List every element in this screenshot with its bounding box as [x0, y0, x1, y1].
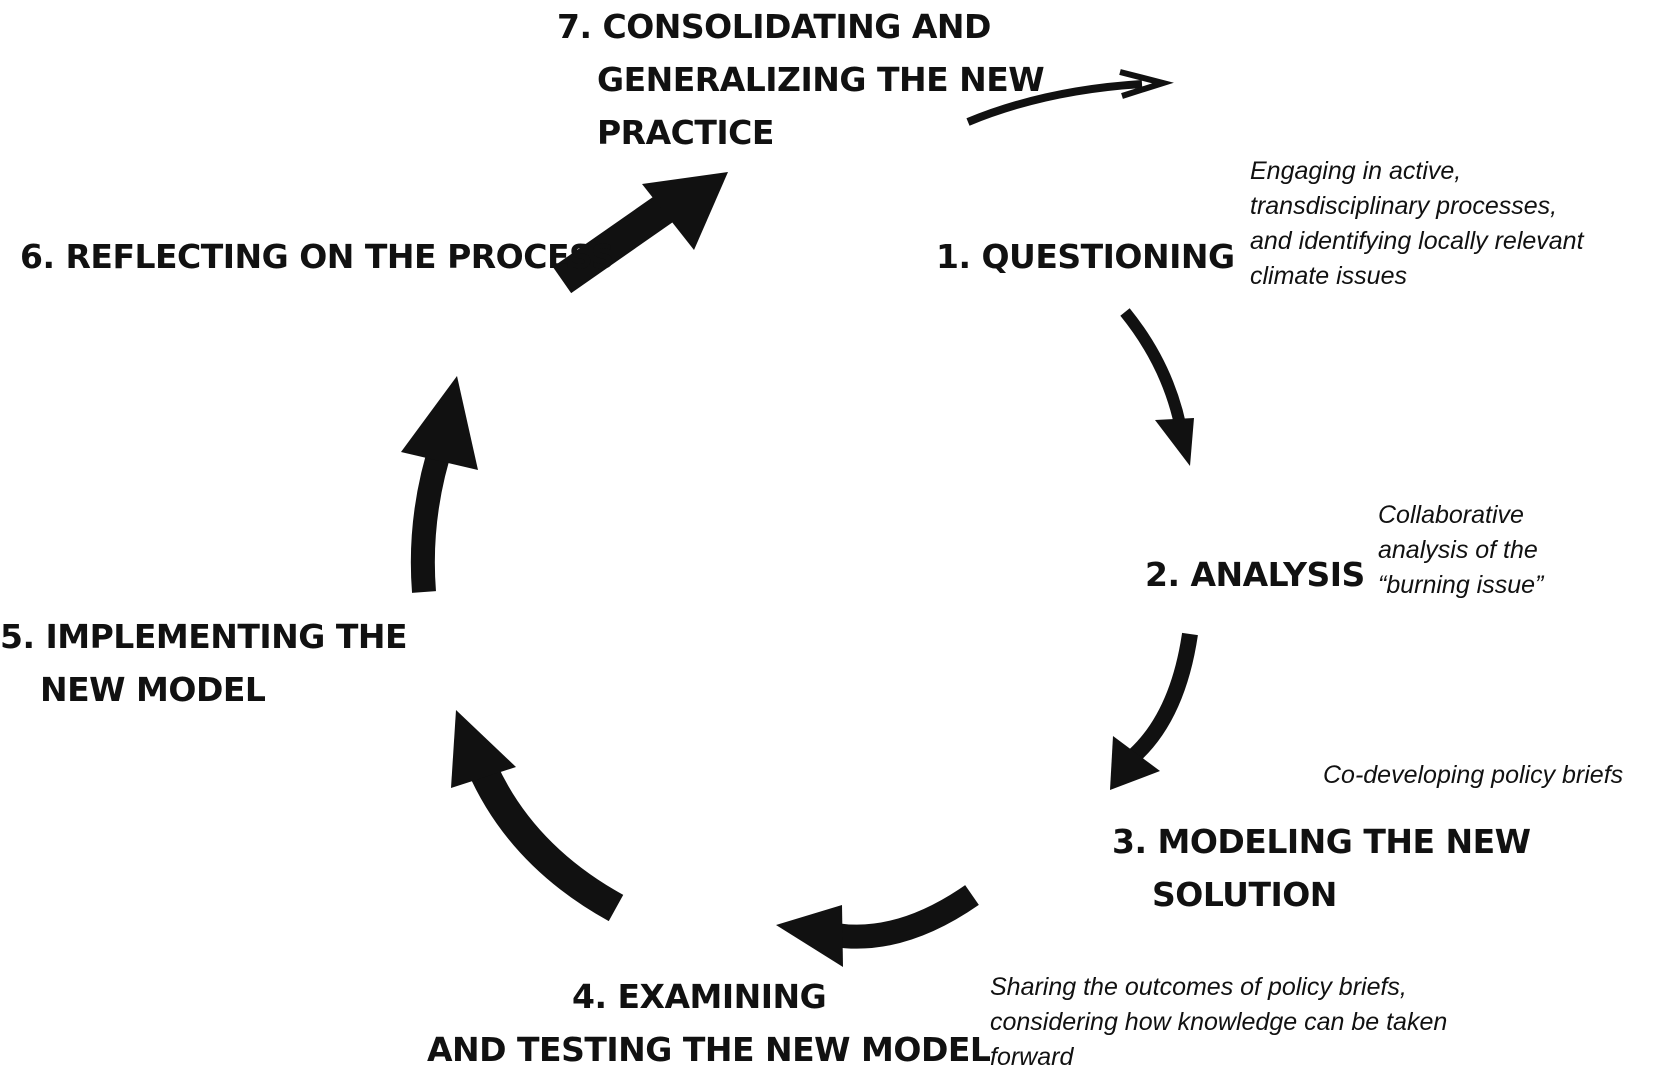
note-line: forward — [990, 1043, 1074, 1071]
step-6-line: 6. REFLECTING ON THE PROCESS — [20, 237, 615, 276]
step-2-label: 2. ANALYSIS — [1145, 548, 1365, 601]
step-7-line: GENERALIZING THE NEW — [597, 60, 1045, 99]
step-5-label: 5. IMPLEMENTING THE NEW MODEL — [0, 610, 408, 716]
step-6-label: 6. REFLECTING ON THE PROCESS — [20, 230, 615, 283]
step-3-line: SOLUTION — [1152, 875, 1337, 914]
step-5-line: NEW MODEL — [40, 670, 266, 709]
note-line: Sharing the outcomes of policy briefs, — [990, 973, 1407, 1001]
note-examining: Sharing the outcomes of policy briefs, c… — [990, 970, 1447, 1075]
note-line: and identifying locally relevant — [1250, 227, 1584, 255]
note-line: Engaging in active, — [1250, 157, 1462, 185]
arrow-implementing-to-reflecting — [401, 376, 478, 593]
arrow-questioning-to-analysis — [1120, 308, 1194, 466]
step-4-line: AND TESTING THE NEW MODEL — [427, 1030, 991, 1069]
note-modeling: Co-developing policy briefs — [1323, 758, 1623, 793]
step-1-label: 1. QUESTIONING — [936, 230, 1235, 283]
arrow-modeling-to-examining — [776, 885, 979, 967]
step-2-line: 2. ANALYSIS — [1145, 555, 1365, 594]
arrow-reflecting-to-consolidating — [552, 172, 728, 294]
step-3-label: 3. MODELING THE NEW SOLUTION — [1112, 815, 1531, 921]
step-1-line: 1. QUESTIONING — [936, 237, 1235, 276]
note-questioning: Engaging in active, transdisciplinary pr… — [1250, 154, 1584, 294]
note-analysis: Collaborative analysis of the “burning i… — [1378, 498, 1543, 603]
arrow-examining-to-implementing — [451, 710, 624, 922]
note-line: Co-developing policy briefs — [1323, 761, 1624, 789]
note-line: transdisciplinary processes, — [1250, 192, 1558, 220]
step-4-label: 4. EXAMINING AND TESTING THE NEW MODEL — [427, 970, 991, 1076]
step-7-label: 7. CONSOLIDATING AND GENERALIZING THE NE… — [557, 0, 1045, 159]
arrow-analysis-to-modeling — [1110, 632, 1198, 790]
arrow-consolidating-onward — [966, 69, 1174, 126]
step-7-line: PRACTICE — [597, 113, 774, 152]
step-7-line: 7. CONSOLIDATING AND — [557, 7, 991, 46]
step-4-line: 4. EXAMINING — [572, 977, 827, 1016]
note-line: climate issues — [1250, 262, 1407, 290]
note-line: considering how knowledge can be taken — [990, 1008, 1448, 1036]
step-5-line: 5. IMPLEMENTING THE — [0, 617, 408, 656]
note-line: Collaborative — [1378, 501, 1524, 529]
note-line: analysis of the — [1378, 536, 1538, 564]
note-line: “burning issue” — [1378, 571, 1544, 599]
step-3-line: 3. MODELING THE NEW — [1112, 822, 1531, 861]
